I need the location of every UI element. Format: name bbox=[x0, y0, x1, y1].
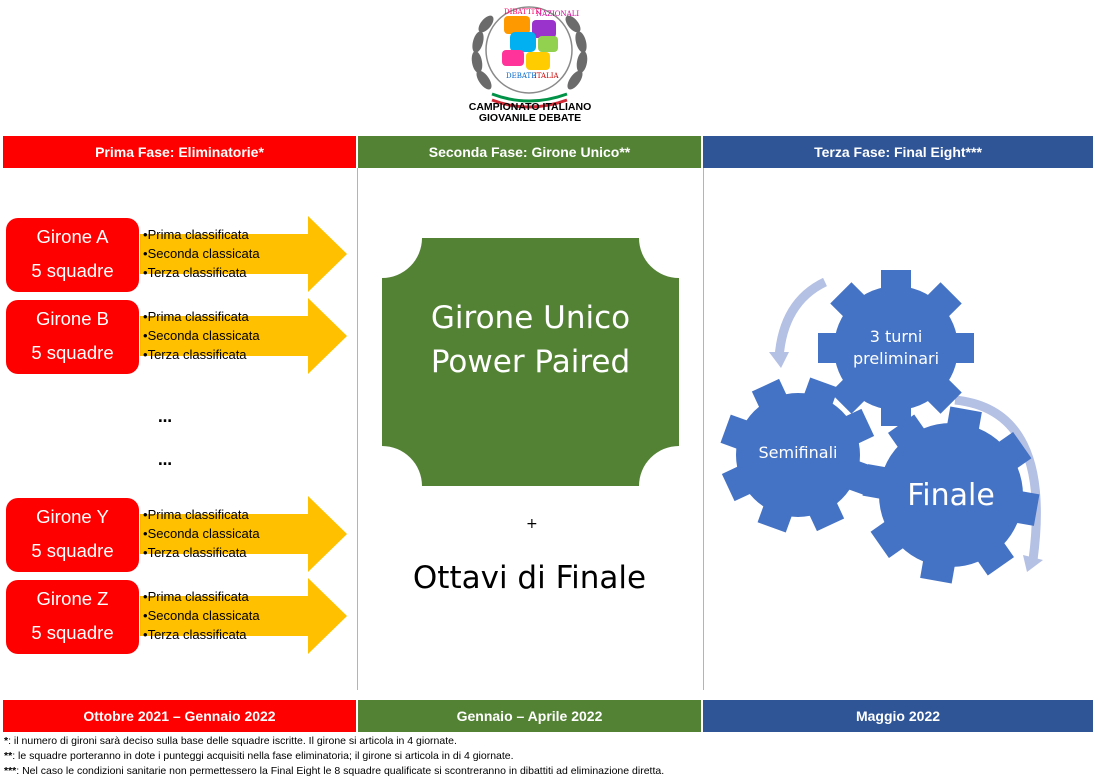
phase2-period: Gennaio – Aprile 2022 bbox=[358, 700, 701, 732]
girone-name: Girone Y bbox=[36, 506, 109, 527]
footnote-marker: * bbox=[4, 735, 9, 747]
phase1-period: Ottobre 2021 – Gennaio 2022 bbox=[3, 700, 356, 732]
logo-word-1: DIBATTITI bbox=[504, 8, 542, 16]
logo-word-4: ITALIA bbox=[534, 72, 560, 80]
ottavi-label: Ottavi di Finale bbox=[412, 560, 647, 596]
preliminari-line2: preliminari bbox=[852, 349, 940, 368]
gear-preliminari bbox=[818, 270, 974, 426]
gear-semifinali-label: Semifinali bbox=[758, 443, 838, 462]
gear-finale bbox=[862, 406, 1040, 584]
girone-z-box: Girone Z 5 squadre bbox=[6, 580, 139, 654]
girone-teams: 5 squadre bbox=[31, 342, 114, 363]
footnote-marker: *** bbox=[4, 765, 17, 777]
logo-emblem: DIBATTITI NAZIONALI DEBATE ITALIA bbox=[471, 6, 588, 109]
rank-item: Terza classificata bbox=[143, 345, 260, 364]
logo-title-line2: GIOVANILE DEBATE bbox=[478, 112, 582, 124]
phase1-header: Prima Fase: Eliminatorie* bbox=[3, 136, 356, 168]
girone-teams: 5 squadre bbox=[31, 622, 114, 643]
column-divider bbox=[703, 168, 704, 690]
column-divider bbox=[357, 168, 358, 690]
girone-a-arrow: Prima classificata Seconda classicata Te… bbox=[140, 216, 347, 292]
rank-item: Terza classificata bbox=[143, 263, 260, 282]
rank-list: Prima classificata Seconda classicata Te… bbox=[143, 225, 260, 282]
gear-semifinali bbox=[720, 377, 876, 533]
logo-word-2: NAZIONALI bbox=[536, 10, 579, 18]
rank-list: Prima classificata Seconda classicata Te… bbox=[143, 307, 260, 364]
girone-name: Girone A bbox=[36, 226, 109, 247]
girone-y-box: Girone Y 5 squadre bbox=[6, 498, 139, 572]
footnote: ***: Nel caso le condizioni sanitarie no… bbox=[4, 764, 664, 779]
girone-b-arrow: Prima classificata Seconda classicata Te… bbox=[140, 298, 347, 374]
girone-b-box: Girone B 5 squadre bbox=[6, 300, 139, 374]
footnote-text: : Nel caso le condizioni sanitarie non p… bbox=[16, 765, 665, 777]
footnotes: *: il numero di gironi sarà deciso sulla… bbox=[4, 734, 664, 779]
girone-y-arrow: Prima classificata Seconda classicata Te… bbox=[140, 496, 347, 572]
girone-unico-shape bbox=[382, 238, 679, 486]
plus-sign: + bbox=[526, 516, 538, 532]
rank-item: Seconda classicata bbox=[143, 606, 260, 625]
ellipsis: … bbox=[158, 453, 173, 469]
gear-finale-label: Finale bbox=[907, 478, 995, 513]
phase2-header: Seconda Fase: Girone Unico** bbox=[358, 136, 701, 168]
footnote: *: il numero di gironi sarà deciso sulla… bbox=[4, 734, 664, 749]
footnote: **: le squadre porteranno in dote i punt… bbox=[4, 749, 664, 764]
rank-item: Prima classificata bbox=[143, 307, 260, 326]
phase3-period: Maggio 2022 bbox=[703, 700, 1093, 732]
rank-item: Seconda classicata bbox=[143, 326, 260, 345]
rank-item: Prima classificata bbox=[143, 587, 260, 606]
footnote-text: : le squadre porteranno in dote i punteg… bbox=[12, 750, 514, 762]
girone-teams: 5 squadre bbox=[31, 260, 114, 281]
footnote-text: : il numero di gironi sarà deciso sulla … bbox=[8, 735, 457, 747]
logo: DIBATTITI NAZIONALI DEBATE ITALIA bbox=[462, 2, 597, 130]
preliminari-line1: 3 turni bbox=[869, 327, 923, 346]
rank-list: Prima classificata Seconda classicata Te… bbox=[143, 587, 260, 644]
girone-unico-line1: Girone Unico bbox=[430, 300, 631, 336]
cycle-arrow-left-head bbox=[769, 352, 789, 368]
gears-diagram bbox=[720, 270, 1043, 584]
girone-name: Girone B bbox=[35, 308, 109, 329]
logo-title: CAMPIONATO ITALIANO GIOVANILE DEBATE bbox=[440, 102, 620, 124]
footnote-marker: ** bbox=[4, 750, 13, 762]
girone-z-arrow: Prima classificata Seconda classicata Te… bbox=[140, 578, 347, 654]
cycle-arrow-left bbox=[774, 277, 828, 359]
rank-item: Seconda classicata bbox=[143, 524, 260, 543]
girone-teams: 5 squadre bbox=[31, 540, 114, 561]
girone-unico-label: Girone Unico Power Paired bbox=[382, 296, 679, 384]
ellipsis: … bbox=[158, 410, 173, 426]
phase3-header: Terza Fase: Final Eight*** bbox=[703, 136, 1093, 168]
rank-item: Terza classificata bbox=[143, 543, 260, 562]
girone-a-box: Girone A 5 squadre bbox=[6, 218, 139, 292]
rank-item: Terza classificata bbox=[143, 625, 260, 644]
rank-list: Prima classificata Seconda classicata Te… bbox=[143, 505, 260, 562]
logo-word-3: DEBATE bbox=[506, 72, 536, 80]
rank-item: Prima classificata bbox=[143, 505, 260, 524]
logo-title-line1: CAMPIONATO ITALIANO bbox=[468, 101, 592, 113]
cycle-arrow-right bbox=[954, 395, 1041, 561]
girone-unico-line2: Power Paired bbox=[430, 344, 631, 380]
rank-item: Prima classificata bbox=[143, 225, 260, 244]
girone-name: Girone Z bbox=[36, 588, 109, 609]
gear-preliminari-label: 3 turni preliminari bbox=[826, 326, 966, 370]
rank-item: Seconda classicata bbox=[143, 244, 260, 263]
cycle-arrow-right-head bbox=[1023, 555, 1043, 572]
